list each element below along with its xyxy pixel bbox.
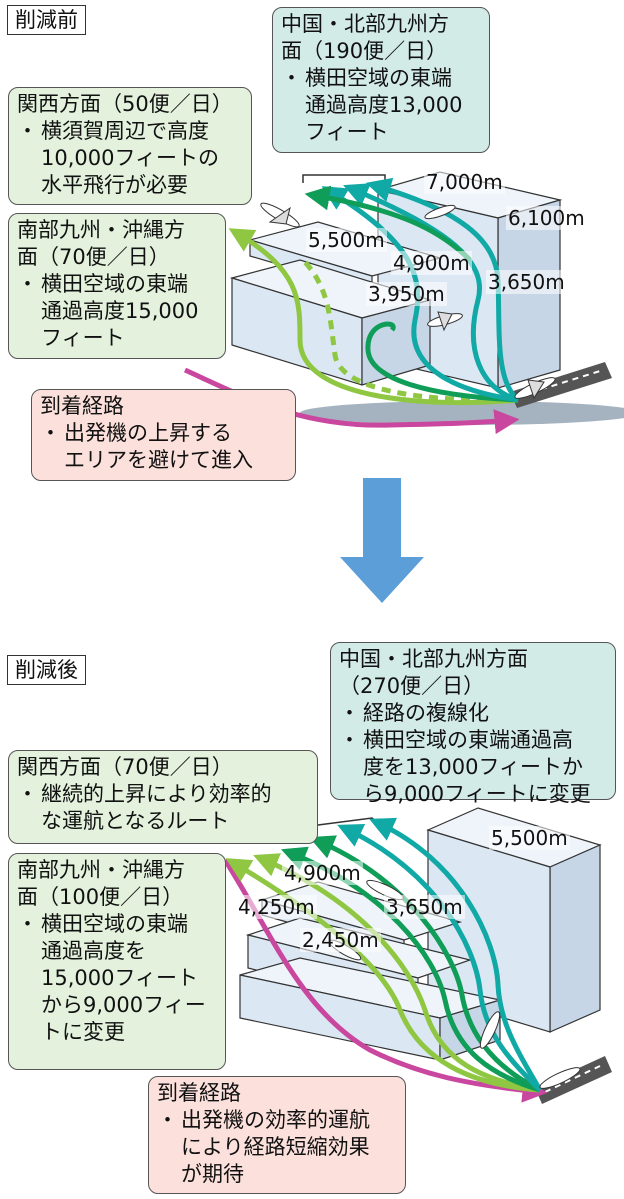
route-green-before [365,321,519,403]
kansai-title-after: 関西方面（70便／日） [17,755,233,779]
altitude-label: 6,100m [506,206,587,230]
south-title-after: 南部九州・沖縄方 面（100便／日） [17,858,185,909]
ground-shadow-before [300,401,624,425]
arrival-box-after: 到着経路 ・ 出発機の効率的運航 により経路短縮効果 が期待 [148,1076,406,1194]
altitude-label: 3,650m [486,270,567,294]
altitude-label: 3,650m [384,895,465,919]
kansai-box-before: 関西方面（50便／日） ・ 横須賀周辺で高度 10,000フィートの 水平飛行が… [8,87,252,205]
altitude-label: 2,450m [300,928,381,952]
china-bullet-text-after: 横田空域の東端通過高 度を13,000フィートか ら9,000フィートに変更 [363,728,591,806]
kansai-bullet-text-after: 継続的上昇により効率的 な運航となるルート [41,782,272,833]
after-label: 削減後 [7,655,86,685]
airplane-icon [479,1011,501,1049]
before-label: 削減前 [7,5,86,35]
after-scene [222,807,612,1104]
china-title-before: 中国・北部九州方 面（190便／日） [281,12,449,63]
china-bullet-before: ・ 横田空域の東端 通過高度13,000 フィート [281,65,481,146]
south-bullet-before: ・ 横田空域の東端 通過高度15,000 フィート [17,271,217,352]
route-lime-before [228,228,519,406]
china-title-after: 中国・北部九州方面 （270便／日） [339,647,528,698]
arrival-bullet-text-after: 出発機の効率的運航 により経路短縮効果 が期待 [181,1108,370,1186]
route-green-2-after [309,835,542,1093]
route-green-upper-before [304,185,472,262]
kansai-title-before: 関西方面（50便／日） [17,92,233,116]
arrival-title-after: 到着経路 [157,1081,241,1105]
route-green-dashed-before [303,260,519,403]
bullet-dot: ・ [281,66,302,90]
route-teal-2-after [369,817,543,1092]
arrival-bullet-before: ・ 出発機の上昇する エリアを避けて進入 [40,420,287,474]
route-green-after [281,846,541,1093]
kansai-box-after: 関西方面（70便／日） ・ 継続的上昇により効率的 な運航となるルート [8,750,318,844]
altitude-label: 5,500m [489,826,570,850]
airplane-icon [260,202,300,228]
china-bullet-after: ・ 横田空域の東端通過高 度を13,000フィートか ら9,000フィートに変更 [339,727,607,808]
south-title-before: 南部九州・沖縄方 面（70便／日） [17,218,185,269]
kansai-bullet-after: ・ 継続的上昇により効率的 な運航となるルート [17,781,309,835]
china-bullet-after: ・ 経路の複線化 [339,700,607,727]
bullet-dot: ・ [157,1108,178,1132]
china-box-after: 中国・北部九州方面 （270便／日） ・ 経路の複線化 ・ 横田空域の東端通過高… [330,642,616,806]
bullet-dot: ・ [17,119,38,143]
routes-bracket-before [302,174,386,183]
south-bullet-text-before: 横田空域の東端 通過高度15,000 フィート [41,272,199,350]
bullet-dot: ・ [339,728,360,752]
south-bullet-text-after: 横田空域の東端 通過高度を 15,000フィート から9,000フィー トに変更 [41,912,206,1044]
china-bullet-text-before: 横田空域の東端 通過高度13,000 フィート [305,66,463,144]
route-teal-after [337,823,542,1092]
arrival-title-before: 到着経路 [40,394,124,418]
south-box-after: 南部九州・沖縄方 面（100便／日） ・ 横田空域の東端 通過高度を 15,00… [8,853,226,1070]
altitude-label: 7,000m [424,170,505,194]
south-bullet-after: ・ 横田空域の東端 通過高度を 15,000フィート から9,000フィー トに… [17,911,217,1046]
china-bullet-text-after: 経路の複線化 [363,701,489,725]
airplane-icon [427,311,463,332]
south-box-before: 南部九州・沖縄方 面（70便／日） ・ 横田空域の東端 通過高度15,000 フ… [8,213,226,359]
altitude-label: 5,500m [306,228,387,252]
bullet-dot: ・ [17,272,38,296]
china-box-before: 中国・北部九州方 面（190便／日） ・ 横田空域の東端 通過高度13,000 … [272,7,490,153]
airplane-icon [514,377,556,400]
altitude-label: 3,950m [366,282,447,306]
airplane-icon [539,1067,581,1089]
altitude-label: 4,900m [282,861,363,885]
altitude-label: 4,900m [391,251,472,275]
route-magenta-after [222,858,548,1103]
arrival-bullet-after: ・ 出発機の効率的運航 により経路短縮効果 が期待 [157,1107,397,1188]
altitude-label: 4,250m [236,895,317,919]
arrival-bullet-text-before: 出発機の上昇する エリアを避けて進入 [64,421,253,472]
runway-after [535,1056,612,1104]
down-arrow [340,478,424,603]
kansai-bullet-text-before: 横須賀周辺で高度 10,000フィートの 水平飛行が必要 [41,119,220,197]
bullet-dot: ・ [17,782,38,806]
airplane-icon [424,204,456,220]
bullet-dot: ・ [40,421,61,445]
arrival-box-before: 到着経路 ・ 出発機の上昇する エリアを避けて進入 [31,389,296,481]
route-teal-2-before [343,183,519,403]
kansai-bullet-before: ・ 横須賀周辺で高度 10,000フィートの 水平飛行が必要 [17,118,243,199]
bullet-dot: ・ [339,701,360,725]
route-lime-2-after [253,853,541,1093]
bullet-dot: ・ [17,912,38,936]
